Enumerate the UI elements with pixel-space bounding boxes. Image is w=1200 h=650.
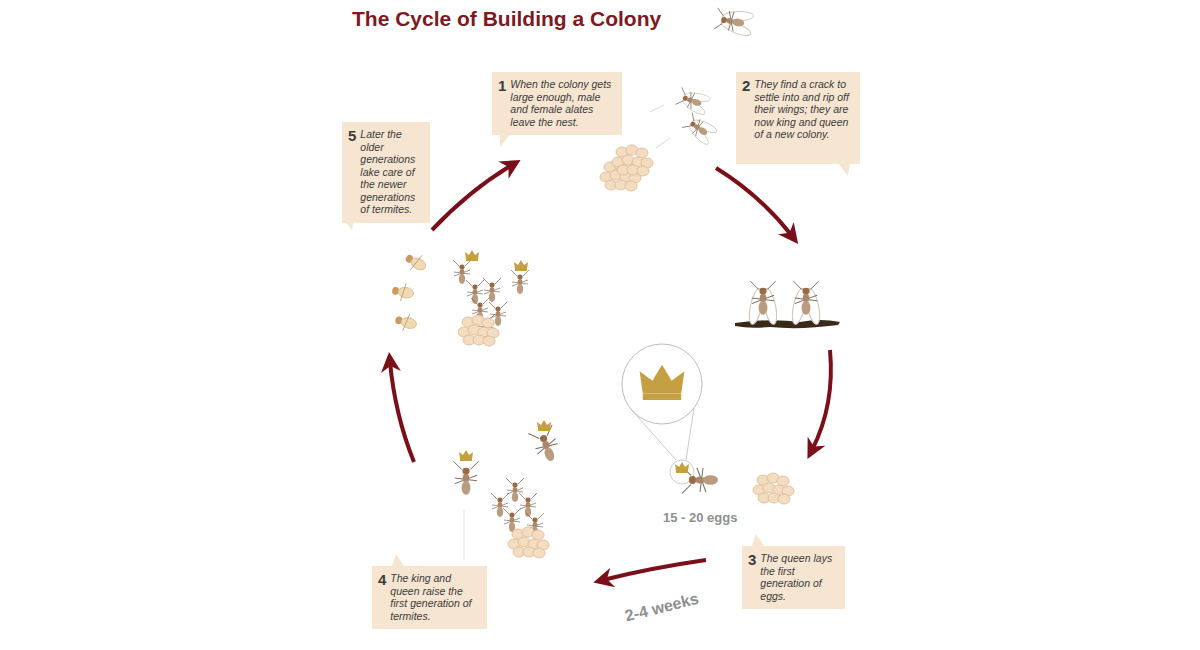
callout-box: 1 When the colony gets large enough, male… [492, 72, 622, 135]
callout-number: 2 [742, 78, 750, 93]
callout-box: 5 Later the older generations lake care o… [342, 122, 430, 223]
callout-number: 1 [498, 78, 506, 93]
callout-box: 4 The king and queen raise the first gene… [372, 566, 487, 629]
callout-number: 4 [378, 572, 386, 587]
callout-text: Later the older generations lake care of… [360, 128, 423, 216]
callout-box: 3 The queen lays the first generation of … [742, 546, 845, 609]
callout-text: When the colony gets large enough, male … [510, 78, 615, 128]
callout-box: 2 They find a crack to settle into and ri… [736, 72, 860, 164]
duration-label: 2-4 weeks [623, 590, 701, 626]
callout-text: The queen lays the first generation of e… [760, 552, 838, 602]
callout-text: They find a crack to settle into and rip… [754, 78, 853, 141]
diagram-title: The Cycle of Building a Colony [352, 7, 661, 31]
egg-count: 15 - 20 eggs [663, 510, 737, 525]
callout-text: The king and queen raise the first gener… [390, 572, 480, 622]
callout-number: 5 [348, 128, 356, 143]
callout-number: 3 [748, 552, 756, 567]
